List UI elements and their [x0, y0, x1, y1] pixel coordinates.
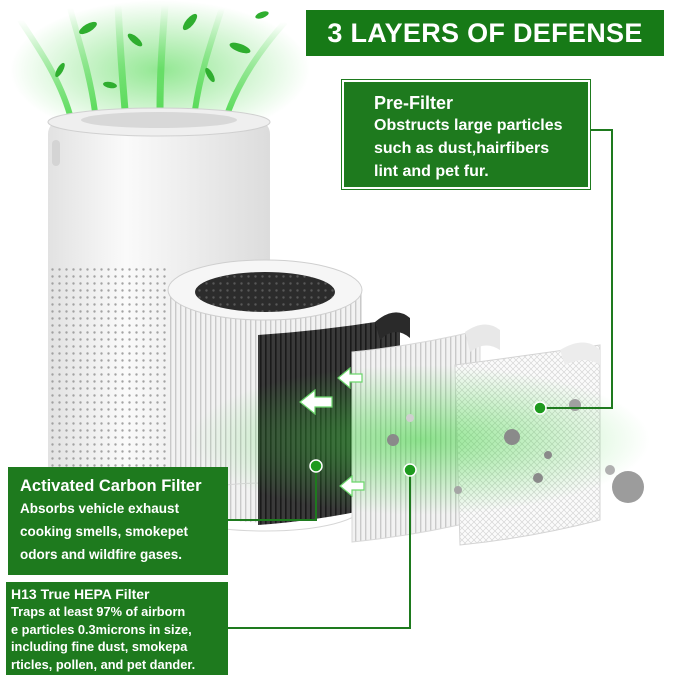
particle-icon	[387, 399, 644, 503]
arrow-left-icon	[299, 366, 365, 498]
leaf-icon	[55, 11, 269, 89]
callout-title: H13 True HEPA Filter	[11, 586, 150, 602]
callout-pre-filter: Pre-Filter Obstructs large particles suc…	[341, 79, 591, 190]
callout-description: Traps at least 97% of airborn e particle…	[11, 604, 196, 672]
callout-hepa-filter: H13 True HEPA Filter Traps at least 97% …	[6, 582, 228, 675]
page-title: 3 LAYERS OF DEFENSE	[306, 10, 664, 56]
callout-title: Pre-Filter	[374, 93, 454, 113]
callout-title: Activated Carbon Filter	[20, 477, 202, 495]
leader-lines	[228, 129, 613, 629]
air-flow-icon	[10, 0, 310, 140]
callout-dots	[309, 401, 547, 477]
airflow-glow	[190, 365, 650, 515]
callout-description: Absorbs vehicle exhaust cooking smells, …	[20, 501, 189, 562]
callout-carbon-filter: Activated Carbon Filter Absorbs vehicle …	[8, 467, 228, 575]
callout-description: Obstructs large particles such as dust,h…	[374, 117, 563, 180]
